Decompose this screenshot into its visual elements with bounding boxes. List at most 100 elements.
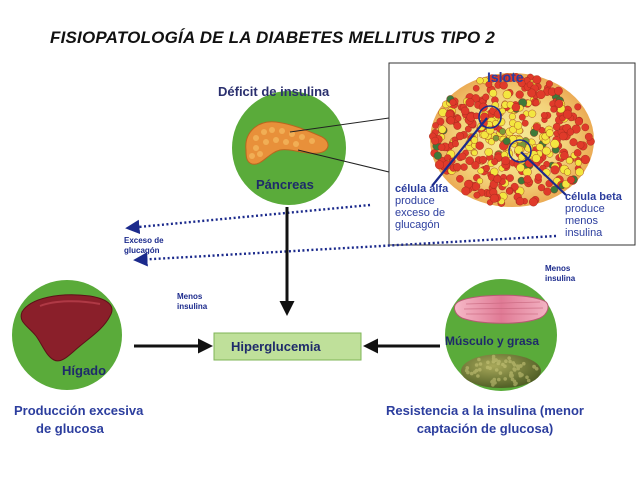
islet-cell: [536, 90, 546, 100]
islet-cell: [453, 163, 462, 172]
fat-tissue: [461, 354, 541, 388]
alpha-cell-line-1: produce: [395, 195, 435, 207]
less-insulin-right-line-2: insulina: [545, 274, 576, 283]
alpha-cell-line-2: exceso de: [395, 207, 446, 219]
islet-illustration: [429, 73, 595, 207]
fat-cell: [493, 381, 497, 385]
islet-cell: [515, 197, 525, 206]
islet-cell: [458, 152, 467, 161]
islet-cell: [569, 138, 578, 147]
alpha-cell-line-3: glucagón: [395, 219, 440, 231]
islet-cell: [482, 93, 490, 101]
islet-cell: [550, 185, 559, 194]
islet-cell: [433, 151, 442, 160]
fat-cell: [478, 362, 483, 366]
fat-cell: [465, 366, 470, 370]
islet-cell: [508, 113, 516, 121]
islet-cell: [473, 191, 481, 199]
beta-cell-line-1: produce: [565, 203, 605, 215]
fat-cell: [512, 363, 517, 367]
fat-cell: [469, 371, 474, 376]
fat-cell: [491, 354, 496, 359]
islet-cell: [471, 161, 480, 170]
islet-cell: [465, 156, 475, 165]
islet-cell: [432, 122, 439, 129]
glucagon-excess-label: Exceso de glucagón: [124, 236, 164, 256]
fat-cell: [525, 375, 529, 380]
islet-cell: [532, 75, 542, 85]
less-insulin-label-left: Menos insulina: [177, 292, 207, 312]
beta-highlight: [508, 139, 532, 163]
islet-title: Islote: [487, 69, 524, 85]
beta-cell-label: célula beta produce menos insulina: [565, 191, 622, 239]
islet-cell: [489, 193, 499, 203]
islet-cell: [465, 98, 475, 108]
muscle-fat-label: Músculo y grasa: [445, 334, 540, 348]
muscle-effect-text: Resistencia a la insulina (menor captaci…: [380, 402, 590, 438]
islet-cell: [435, 160, 445, 170]
islet-cell: [460, 163, 468, 171]
islet-cell: [543, 187, 552, 196]
islet-cell: [523, 175, 532, 184]
fat-cell: [485, 365, 490, 370]
fat-cell: [532, 364, 536, 369]
islet-cell: [472, 85, 480, 92]
muscle-effect-line-1: Resistencia a la insulina (menor: [386, 403, 584, 418]
fat-cell: [473, 370, 477, 374]
islet-cell: [476, 177, 484, 185]
fat-cell: [508, 359, 512, 364]
islet-cell: [505, 187, 513, 195]
fat-cell: [497, 359, 501, 364]
islet-cell: [471, 149, 478, 157]
islet-cell: [545, 80, 553, 88]
islet-cell: [545, 129, 554, 138]
islet-cell: [534, 173, 542, 181]
beta-cell-line-2: menos: [565, 215, 599, 227]
islet-cell: [489, 89, 498, 98]
islet-cell: [502, 137, 511, 146]
islet-cell: [512, 73, 520, 81]
islet-cell: [485, 81, 493, 88]
islet-cell: [480, 130, 489, 139]
islet-cell: [461, 186, 471, 196]
less-insulin-label-right: Menos insulina: [545, 264, 575, 284]
less-insulin-left-line-1: Menos: [177, 292, 203, 301]
islet-cell: [536, 143, 544, 151]
islet-cell: [532, 123, 541, 131]
fat-cell: [490, 380, 494, 384]
glucagon-excess-line-1: Exceso de: [124, 236, 164, 245]
fat-cell: [512, 379, 517, 384]
fat-cell: [526, 378, 531, 383]
islet-cell: [502, 90, 512, 100]
islet-cell: [464, 125, 472, 133]
islet-cell: [566, 128, 575, 136]
fat-cell: [474, 363, 479, 367]
fat-cell: [519, 364, 523, 368]
islet-cell: [560, 151, 569, 160]
fat-cell: [503, 377, 508, 381]
islet-cell: [493, 175, 502, 184]
alpha-cell-name: célula alfa: [395, 183, 449, 195]
islet-cell: [580, 154, 590, 165]
islet-cell: [477, 167, 485, 175]
islet-cell: [475, 141, 484, 150]
islet-cell: [532, 154, 541, 163]
islet-cell: [581, 123, 590, 132]
islet-cell: [456, 174, 464, 183]
islet-cell: [484, 147, 493, 157]
islet-cell: [576, 140, 585, 149]
fat-cell: [493, 358, 497, 363]
islet-cell: [558, 131, 568, 141]
islet-cell: [575, 167, 584, 177]
islet-cell: [436, 117, 445, 126]
islet-cell: [499, 81, 508, 90]
islet-cell: [521, 119, 529, 127]
islet-cell: [527, 88, 536, 98]
islet-cell: [506, 174, 514, 182]
liver-organ: [20, 294, 113, 362]
islet-cell: [550, 139, 560, 149]
islet-cell: [515, 90, 524, 99]
islet-cell: [540, 112, 548, 119]
islet-cell: [529, 197, 538, 207]
